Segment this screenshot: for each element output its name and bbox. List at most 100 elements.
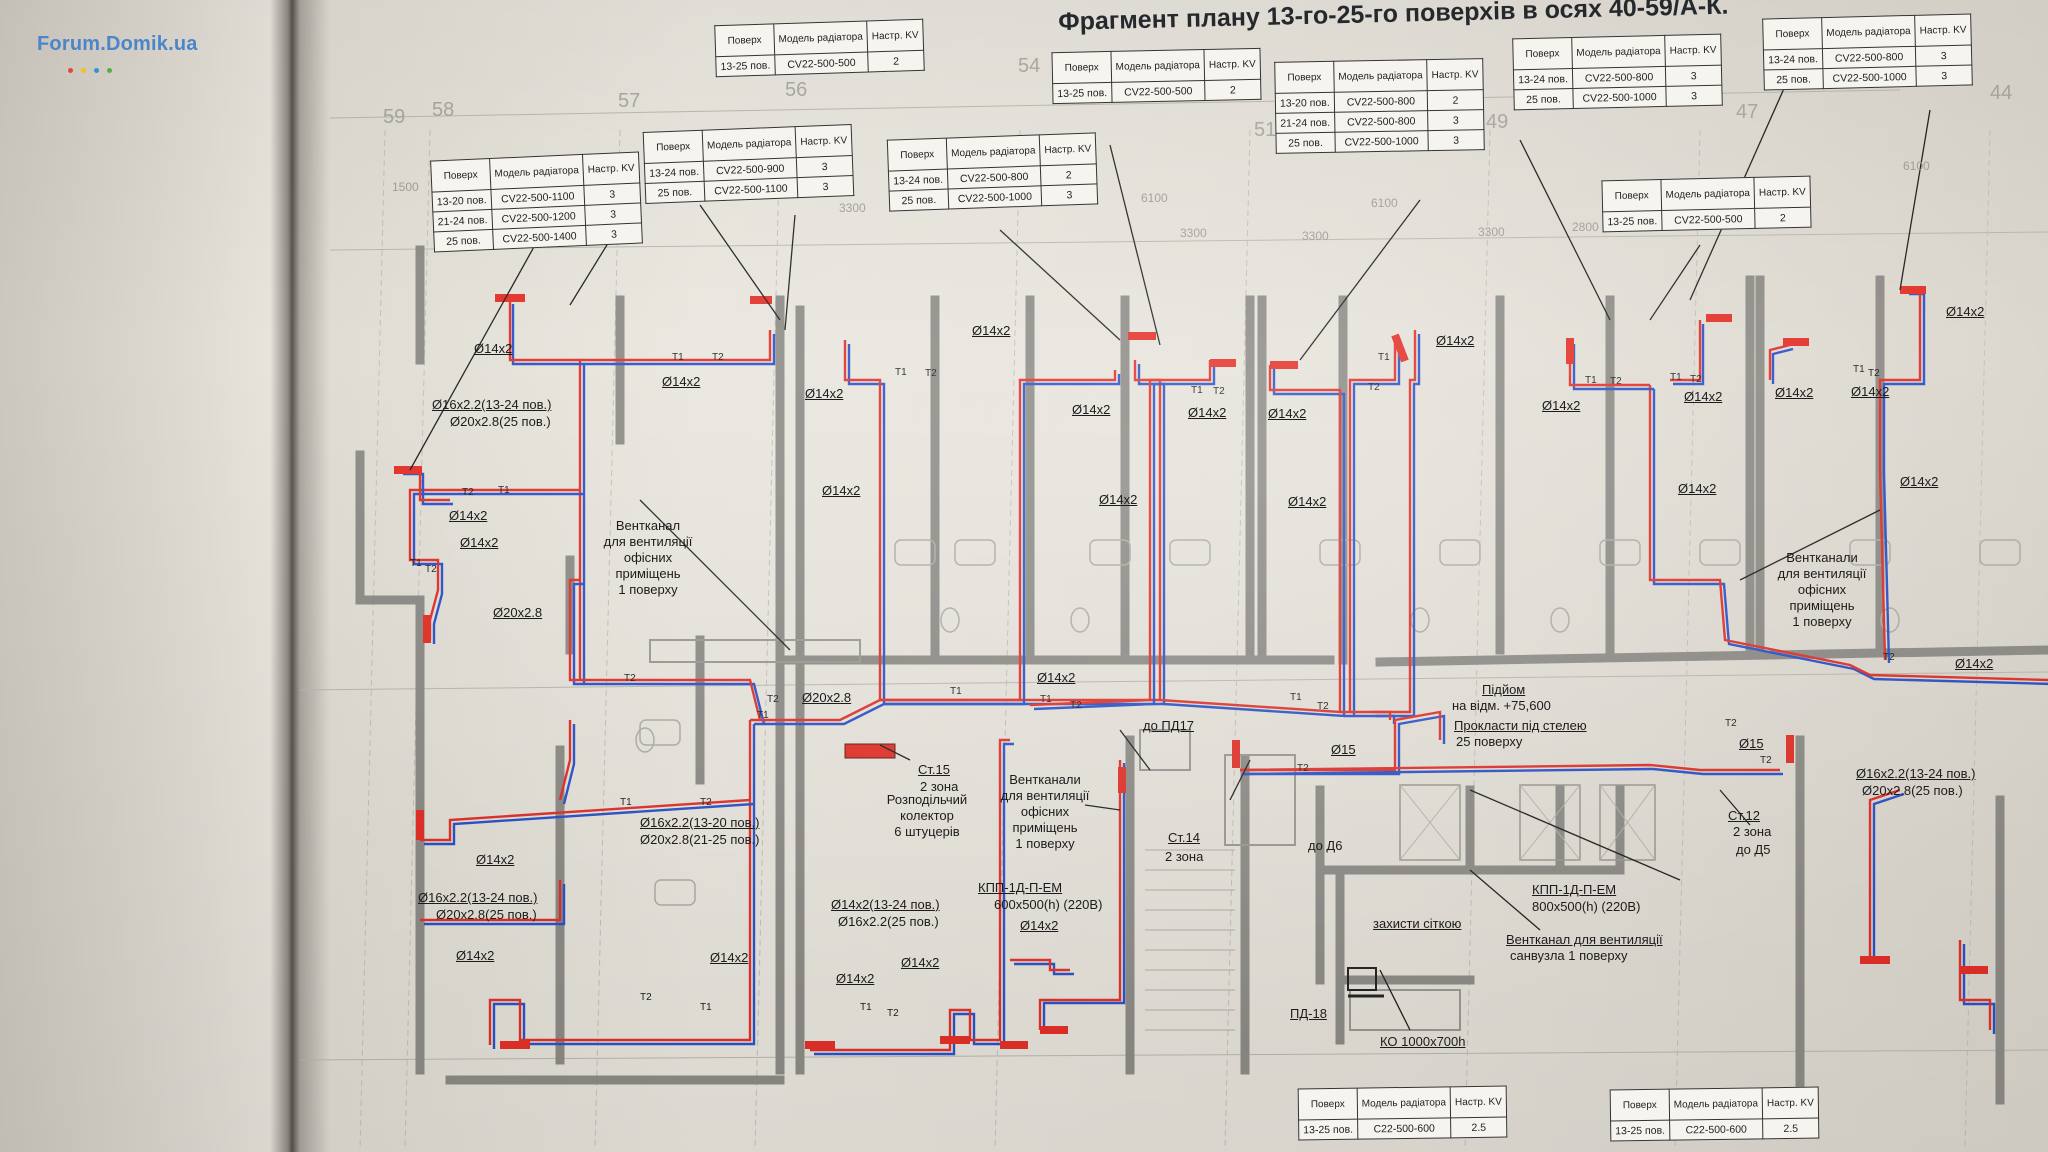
watermark-logo: Forum.Domik.ua (37, 33, 198, 55)
riser-zone: 2 зона (1165, 849, 1204, 864)
axis-number: 58 (432, 99, 454, 121)
header-model: Модель радіатора (1571, 35, 1666, 69)
toilet-outline (635, 727, 655, 753)
pipe-diameter-label: Ø14x2(13-24 пов.) (831, 897, 940, 912)
return-pipe (1872, 792, 1905, 964)
valve-label: КО 1000x700h (1380, 1034, 1466, 1049)
pipe-diameter-label: Ø14x2 (901, 955, 940, 970)
toilet-outline (1550, 607, 1570, 633)
shaft-box (1399, 784, 1461, 861)
target-label: до ПД17 (1143, 718, 1195, 733)
leader-line (569, 239, 611, 306)
pipe-tag: T2 (1760, 755, 1772, 766)
supply-pipe (1038, 760, 1122, 1030)
header-floor: Поверх (1298, 1088, 1358, 1120)
return-pipe (1673, 324, 1705, 386)
pipe-tag: T2 (700, 797, 712, 808)
pipe-tag: T1 (860, 1002, 872, 1013)
pipe-tag: T2 (1368, 382, 1380, 393)
shaft-cross (1399, 784, 1461, 861)
header-floor: Поверх (1512, 37, 1573, 70)
toilet-outline (940, 607, 960, 633)
header-kv: Настр. KV (1450, 1086, 1507, 1118)
wall (1375, 645, 2048, 667)
pipe-tag: T2 (1070, 700, 1082, 711)
leader-line (1469, 869, 1541, 931)
cell-kv: 2 (1427, 89, 1484, 111)
pipe-tag: T2 (1610, 376, 1622, 387)
cell-model: CV22-500-1000 (1572, 86, 1667, 109)
pipe-diameter-label: Ø14x2 (836, 971, 875, 986)
cell-floor: 21-24 пов. (432, 209, 493, 233)
header-floor: Поверх (1601, 179, 1662, 212)
pipe-diameter-label: Ø14x2 (460, 535, 499, 550)
supply-pipe (1240, 710, 1442, 772)
cell-kv: 3 (584, 202, 642, 226)
cell-model: CV22-500-800 (1572, 66, 1666, 89)
supply-pipe (1868, 788, 1901, 960)
return-pipe (492, 724, 756, 1049)
pipe-tag: T2 (425, 564, 437, 575)
riser-label: Ст.14 (1168, 830, 1200, 845)
return-pipe (1771, 347, 1794, 384)
pipe-diameter-label: Ø14x2 (1436, 333, 1475, 348)
cell-floor: 13-24 пов. (1763, 48, 1823, 71)
pipe-diameter-label: Ø16x2.2(13-24 пов.) (432, 397, 552, 412)
header-floor: Поверх (1610, 1089, 1670, 1121)
return-pipe (424, 884, 566, 926)
leader-line (1899, 109, 1931, 291)
header-kv: Настр. KV (1914, 13, 1972, 47)
header-kv: Настр. KV (1426, 58, 1484, 91)
cell-kv: 3 (585, 222, 643, 246)
header-model: Модель радіатора (489, 154, 584, 190)
vent-note-2: санвузла 1 поверху (1510, 948, 1628, 963)
riser-label: Ст.12 (1728, 808, 1760, 823)
dot-yellow-icon (81, 68, 86, 73)
grid-line (329, 231, 2048, 251)
leader-line (1109, 144, 1161, 346)
riser-zone: 2 зона (920, 779, 959, 794)
bath-outline (894, 539, 936, 566)
header-kv: Настр. KV (795, 124, 853, 158)
axis-number: 54 (1018, 55, 1040, 77)
dimension-label: 6100 (1371, 196, 1398, 210)
bath-outline (1849, 539, 1891, 566)
cell-kv: 2.5 (1762, 1118, 1819, 1139)
supply-pipe (1239, 763, 1780, 772)
pipe-diameter-label: Ø14x2 (449, 508, 488, 523)
vent-note-middle: Вентканали для вентиляції офісних приміщ… (990, 772, 1100, 852)
header-floor: Поверх (643, 130, 704, 164)
return-pipe (1244, 714, 1446, 776)
axis-number: 49 (1486, 111, 1508, 133)
header-kv: Настр. KV (866, 19, 924, 52)
supply-pipe (1372, 710, 1392, 720)
header-model: Модель радіатора (1356, 1086, 1451, 1120)
pipe-tag: T2 (767, 694, 779, 705)
cell-kv: 3 (1916, 64, 1973, 87)
header-model: Модель радіатора (946, 134, 1041, 170)
supply-pipe (1029, 360, 1212, 707)
axis-number: 57 (618, 90, 640, 112)
supply-pipe (508, 300, 580, 362)
pipe-diameter-label: Ø14x2 (822, 483, 861, 498)
supply-pipe (568, 578, 762, 721)
header-model: Модель радіатора (1668, 1087, 1763, 1121)
toilet-outline (1880, 607, 1900, 633)
cell-kv: 2 (1040, 163, 1097, 186)
vent-text: Вентканали для вентиляції офісних приміщ… (1777, 550, 1867, 629)
pipe-tag: T2 (1868, 368, 1880, 379)
pipe-diameter-label: Ø20x2.8(21-25 пов.) (640, 832, 760, 847)
pipe-tag: T1 (410, 558, 422, 569)
cell-model: CV22-500-1000 (1822, 66, 1917, 89)
target-label: до Д6 (1308, 838, 1343, 853)
cell-floor: 13-25 пов. (1052, 82, 1112, 104)
pipe-tag: T2 (712, 352, 724, 363)
supply-pipe (578, 330, 772, 680)
return-pipe (1242, 767, 1783, 776)
pipe-tag: T1 (1191, 385, 1203, 396)
